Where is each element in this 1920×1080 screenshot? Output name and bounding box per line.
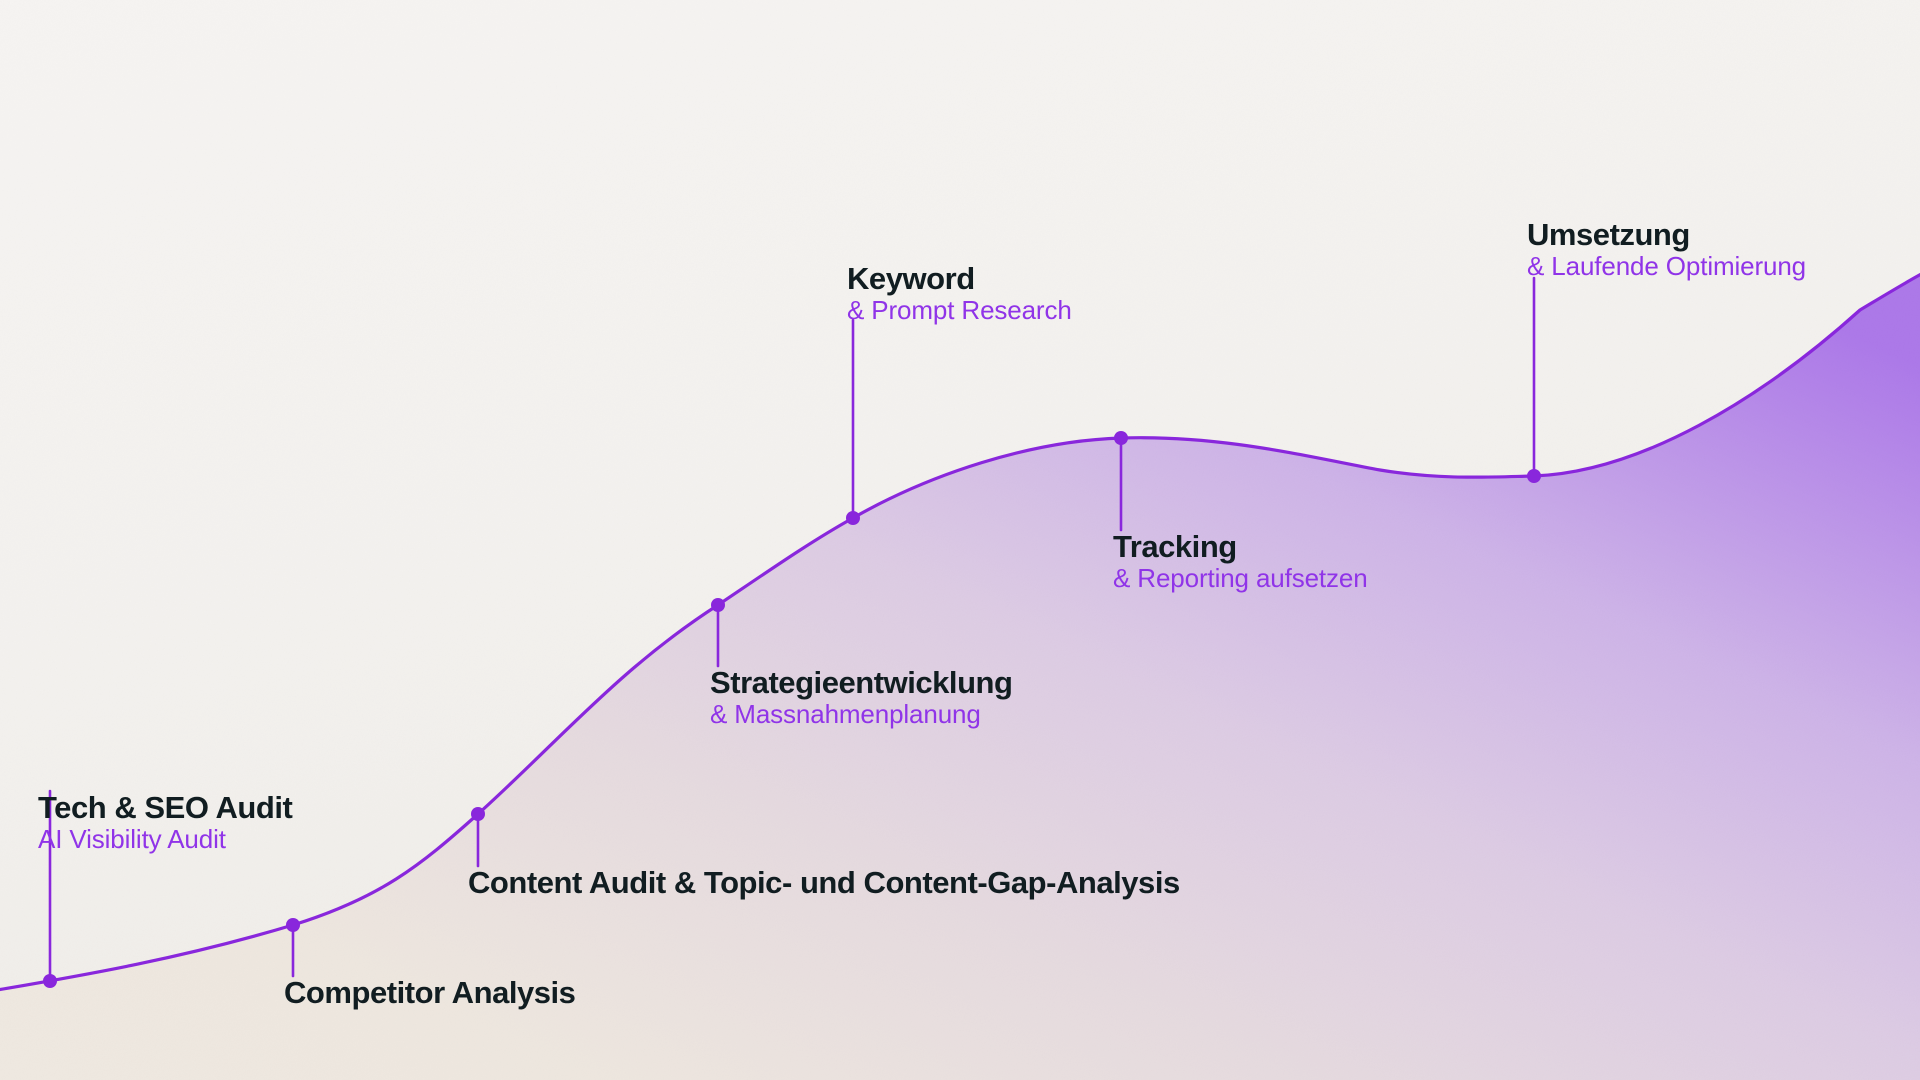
milestone-subtitle: & Reporting aufsetzen: [1113, 563, 1368, 594]
milestone-title: Umsetzung: [1527, 217, 1690, 252]
milestone-label-competitor-analysis[interactable]: Competitor Analysis: [284, 975, 576, 1010]
milestone-label-keyword-prompt-research[interactable]: Keyword& Prompt Research: [847, 262, 1072, 325]
milestone-label-tracking-reporting[interactable]: Tracking& Reporting aufsetzen: [1113, 530, 1368, 593]
milestone-node-competitor-analysis[interactable]: [286, 918, 300, 932]
milestone-label-content-audit[interactable]: Content Audit & Topic- und Content-Gap-A…: [468, 866, 1180, 899]
milestone-title: Strategieentwicklung: [710, 665, 1013, 700]
milestone-subtitle: & Laufende Optimierung: [1527, 251, 1806, 282]
milestone-title: Tracking: [1113, 529, 1237, 564]
milestone-node-umsetzung[interactable]: [1527, 469, 1541, 483]
milestone-node-keyword-prompt-research[interactable]: [846, 511, 860, 525]
milestone-node-strategieentwicklung[interactable]: [711, 598, 725, 612]
milestone-subtitle: AI Visibility Audit: [38, 824, 226, 855]
milestone-title: Tech & SEO Audit: [38, 790, 293, 825]
milestone-title: Competitor Analysis: [284, 975, 576, 1010]
milestone-label-strategieentwicklung[interactable]: Strategieentwicklung& Massnahmenplanung: [710, 666, 1013, 729]
milestone-title: Keyword: [847, 261, 975, 296]
milestone-subtitle: & Prompt Research: [847, 295, 1072, 326]
milestone-subtitle: & Massnahmenplanung: [710, 699, 981, 730]
milestone-title: Content Audit & Topic- und Content-Gap-A…: [468, 865, 1180, 900]
milestone-node-content-audit[interactable]: [471, 807, 485, 821]
milestone-node-tech-seo-audit[interactable]: [43, 974, 57, 988]
milestone-node-tracking-reporting[interactable]: [1114, 431, 1128, 445]
milestone-label-umsetzung[interactable]: Umsetzung& Laufende Optimierung: [1527, 218, 1806, 281]
